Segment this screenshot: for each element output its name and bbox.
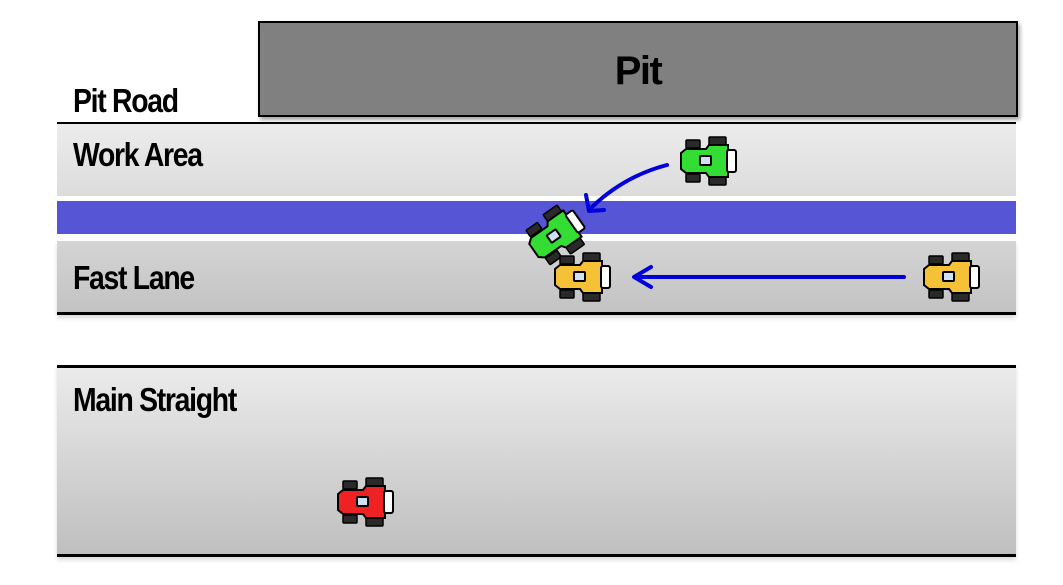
race-car-icon (337, 477, 394, 527)
main-straight-lane (57, 365, 1016, 557)
yellow-car-fast-lane-right (919, 251, 983, 303)
work-area-label: Work Area (73, 136, 203, 173)
race-car-icon (554, 252, 611, 302)
pit-label: Pit (614, 49, 663, 93)
fast-lane-arrow (632, 265, 906, 289)
merge-arrow (584, 163, 669, 213)
yellow-car-fast-lane-left (550, 251, 614, 303)
main-straight-label: Main Straight (73, 381, 237, 418)
fast-lane-label: Fast Lane (73, 259, 195, 296)
work-area-lane (57, 122, 1016, 196)
pit-box: Pit (258, 21, 1018, 117)
green-car-work-area (676, 135, 740, 187)
green-car-merging (515, 195, 597, 274)
red-car-main-straight (333, 476, 397, 528)
race-car-icon (525, 204, 586, 266)
race-car-icon (923, 252, 980, 302)
pit-road-label: Pit Road (73, 82, 179, 119)
race-car-icon (680, 136, 737, 186)
